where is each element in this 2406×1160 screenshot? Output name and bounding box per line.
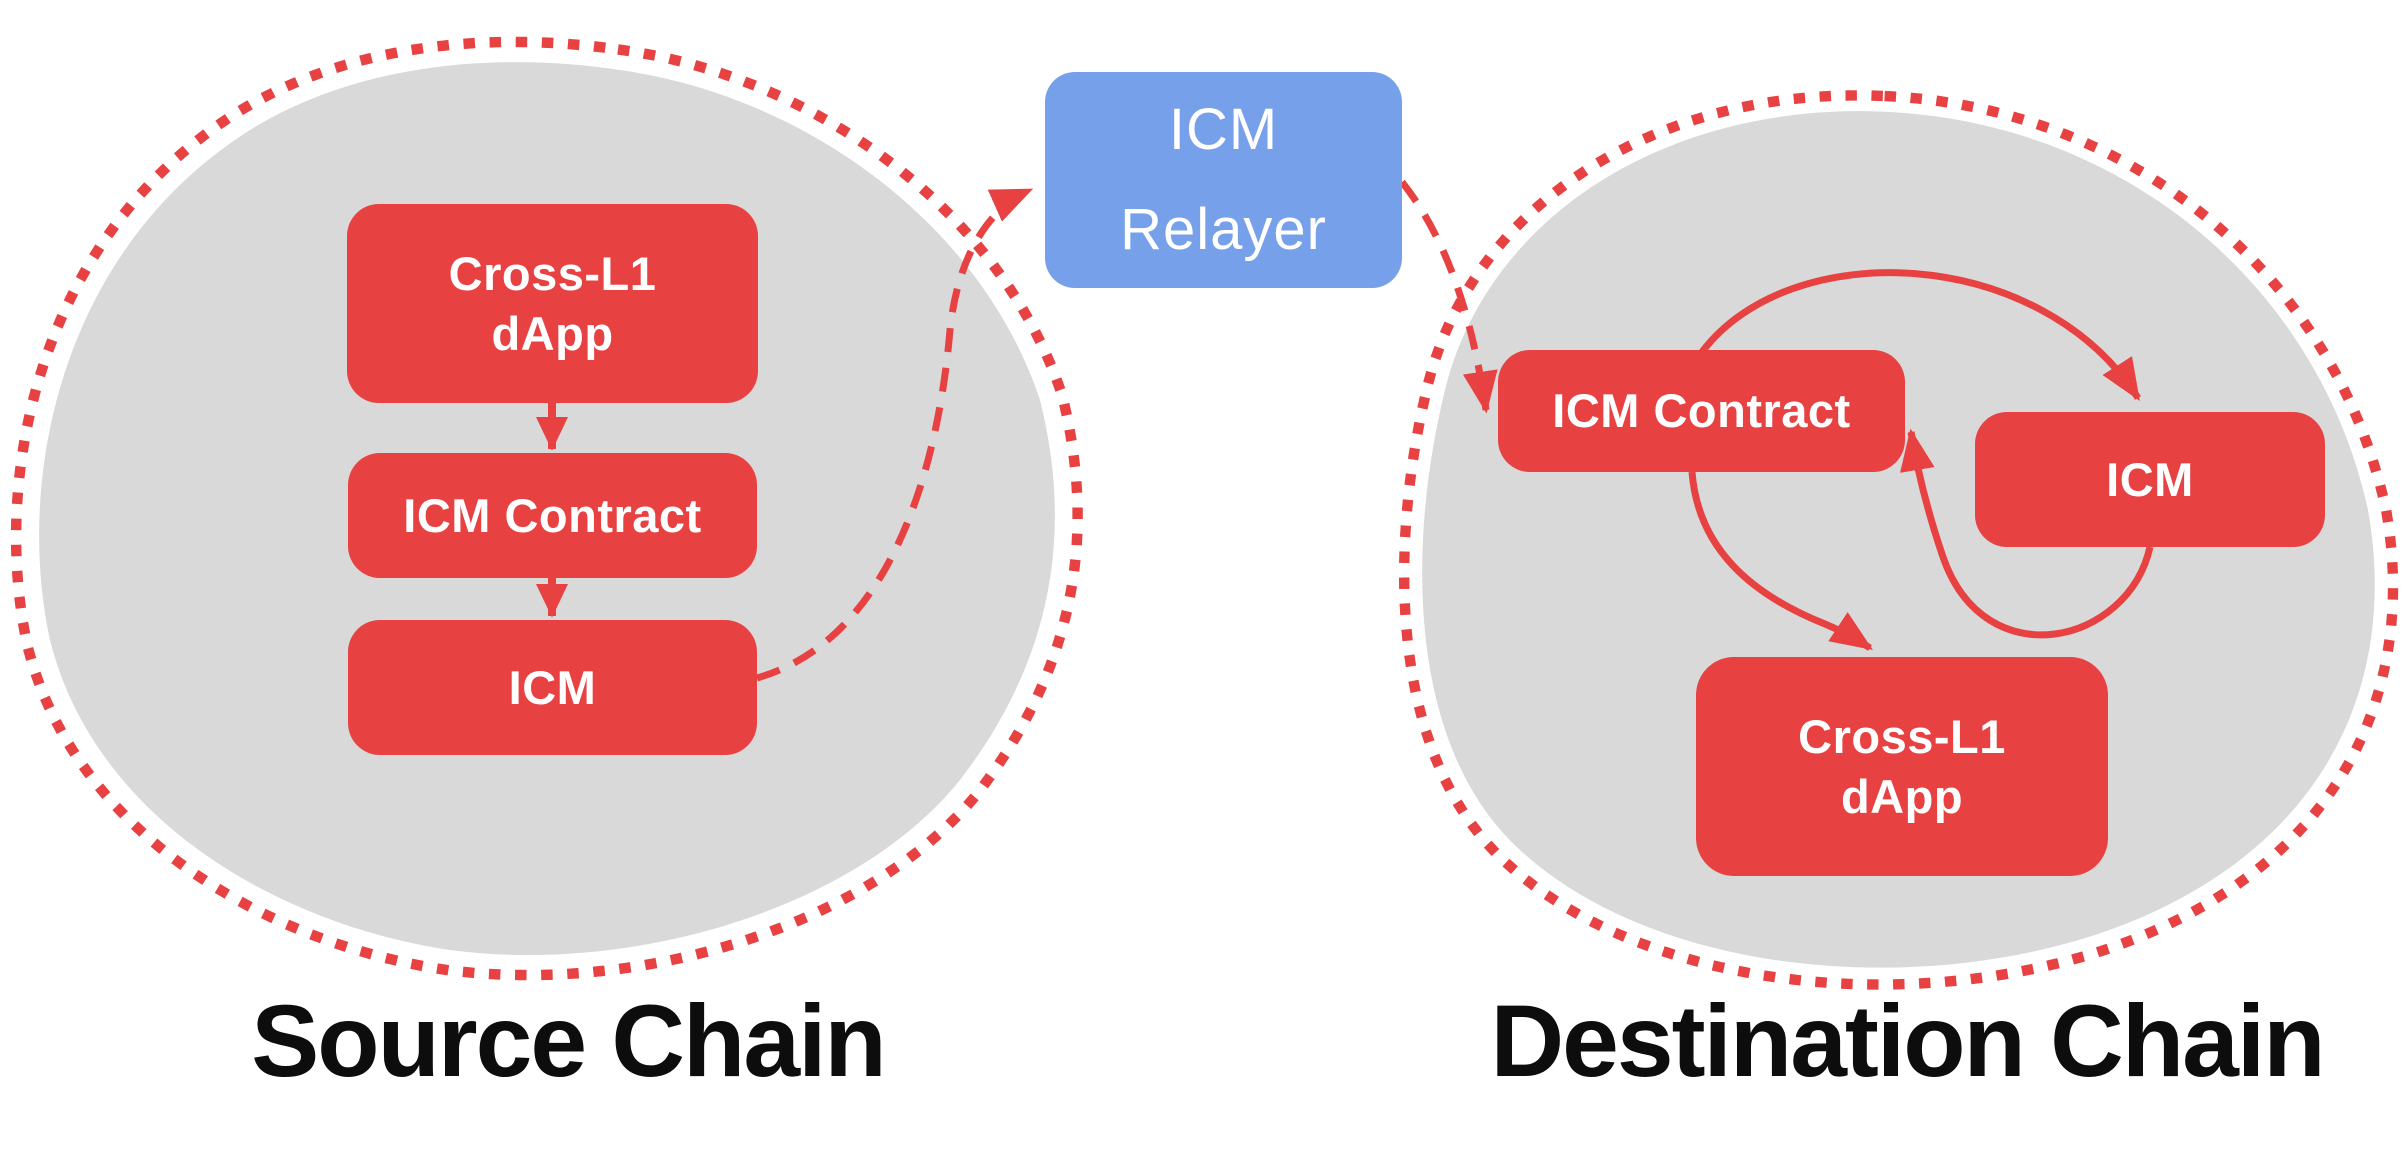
edge-relayer-to-destination-contract [1399,179,1498,414]
destination-cross-l1-dapp-label: Cross-L1 dApp [1798,710,2006,823]
source-cross-l1-dapp-label: Cross-L1 dApp [448,247,657,360]
destination-icm-contract-node: ICM Contract [1498,350,1905,472]
icm-relayer-label: ICM Relayer [1120,97,1327,262]
edge-source-icm-to-relayer [756,186,1034,682]
source-icm-node: ICM [348,620,757,755]
edge-destination-contract-to-dapp [1688,471,1873,651]
destination-chain-blob [1422,111,2375,968]
edge-destination-icm-to-contract [1900,428,2154,639]
destination-cross-l1-dapp-node: Cross-L1 dApp [1696,657,2108,876]
source-icm-contract-node: ICM Contract [348,453,757,578]
destination-icm-label: ICM [2106,452,2194,506]
destination-chain-title: Destination Chain [1490,984,2325,1098]
source-icm-contract-label: ICM Contract [403,488,702,542]
icm-relayer-node: ICM Relayer [1045,72,1402,288]
source-chain-title: Source Chain [251,984,886,1098]
source-chain-dotted-border [10,36,1083,981]
destination-icm-node: ICM [1975,412,2325,547]
source-cross-l1-dapp-node: Cross-L1 dApp [347,204,758,403]
destination-icm-contract-label: ICM Contract [1552,384,1851,438]
source-icm-label: ICM [508,660,597,714]
edge-destination-contract-to-icm [1699,269,2141,401]
